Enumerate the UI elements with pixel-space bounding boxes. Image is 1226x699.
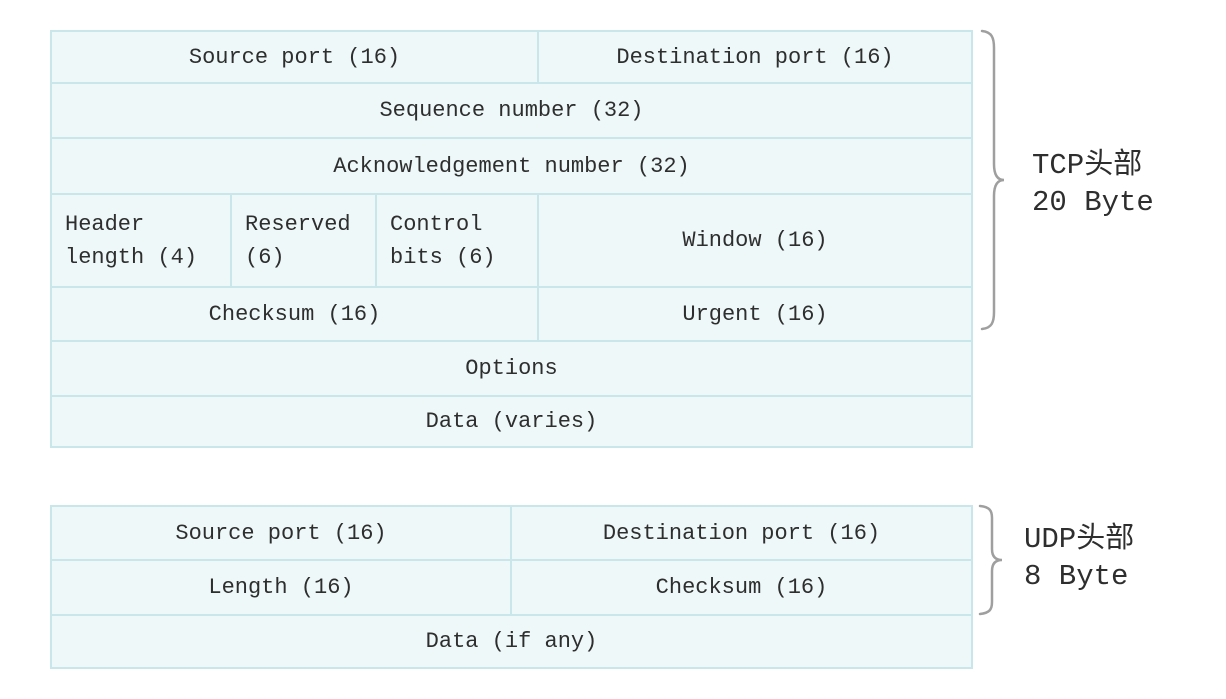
tcp-cell-destination-port: Destination port (16) [539,32,971,82]
tcp-cell-checksum: Checksum (16) [52,288,537,340]
udp-cell-checksum: Checksum (16) [512,561,971,614]
udp-brace-icon [977,503,1004,617]
udp-label-line1: UDP头部 [1024,523,1135,556]
tcp-cell-options: Options [52,342,971,395]
udp-header-size-label: UDP头部 8 Byte [1024,521,1134,595]
udp-cell-destination-port: Destination port (16) [512,507,971,559]
tcp-cell-urgent: Urgent (16) [539,288,971,340]
tcp-cell-reserved: Reserved (6) [232,195,375,286]
tcp-cell-acknowledgement-number: Acknowledgement number (32) [52,139,971,193]
tcp-cell-data: Data (varies) [52,397,971,446]
tcp-cell-sequence-number: Sequence number (32) [52,84,971,137]
tcp-header-table: Source port (16) Destination port (16) S… [50,30,973,448]
tcp-label-line2: 20 Byte [1032,186,1154,220]
tcp-label-line1: TCP头部 [1032,149,1143,182]
tcp-header-size-label: TCP头部 20 Byte [1032,147,1154,221]
udp-label-line2: 8 Byte [1024,560,1129,594]
tcp-cell-header-length: Header length (4) [52,195,230,286]
tcp-brace-icon [979,28,1006,332]
tcp-cell-window: Window (16) [539,195,971,286]
udp-cell-source-port: Source port (16) [52,507,510,559]
udp-cell-length: Length (16) [52,561,510,614]
udp-header-table: Source port (16) Destination port (16) L… [50,505,973,669]
tcp-cell-control-bits: Control bits (6) [377,195,537,286]
udp-cell-data: Data (if any) [52,616,971,667]
tcp-cell-source-port: Source port (16) [52,32,537,82]
